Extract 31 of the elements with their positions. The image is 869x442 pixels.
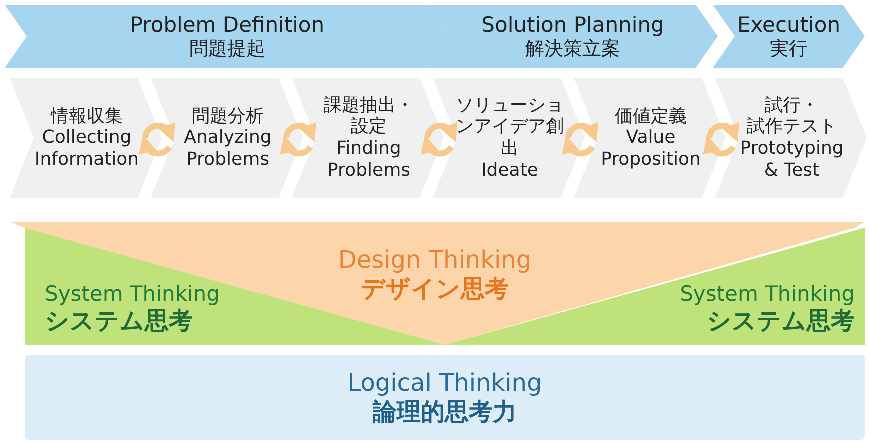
band-title: システム思考 (707, 307, 855, 336)
phase-title: 問題提起 (190, 38, 266, 60)
band-title: デザイン思考 (361, 275, 509, 304)
cycle-arrow (704, 122, 739, 157)
band-title: システム思考 (45, 307, 193, 336)
band-title: 論理的思考力 (373, 398, 517, 426)
step-title: 問題分析 (192, 106, 264, 128)
band-title: System Thinking (680, 282, 855, 308)
step-title: 価値定義 (615, 106, 687, 128)
step-title: 試行・試作テスト (746, 94, 838, 138)
step-title: 課題抽出・設定 (323, 94, 415, 138)
cycle-arrow (422, 122, 457, 157)
step-title: Prototyping & Test (739, 138, 845, 182)
step-title: Value Proposition (600, 127, 702, 170)
phase-title: 解決策立案 (526, 38, 620, 60)
band-title: Design Thinking (338, 246, 532, 275)
step-title: Finding Problems (326, 138, 412, 182)
cycle-arrow (140, 122, 175, 157)
phase-title: 実行 (770, 38, 808, 60)
phase-title: Problem Definition (130, 12, 325, 38)
step-title: Analyzing Problems (183, 127, 273, 170)
band-title: System Thinking (45, 282, 220, 308)
phase-title: Solution Planning (482, 12, 664, 38)
cycle-arrow (562, 122, 598, 157)
step-title: 情報収集 (51, 106, 123, 128)
step-title: ソリューションアイデア創出 (455, 94, 565, 160)
step-title: Ideate (482, 160, 538, 182)
cycle-arrow (280, 122, 316, 157)
phase-title: Execution (737, 12, 841, 38)
step-title: Collecting Information (34, 127, 140, 170)
band-title: Logical Thinking (348, 368, 542, 398)
